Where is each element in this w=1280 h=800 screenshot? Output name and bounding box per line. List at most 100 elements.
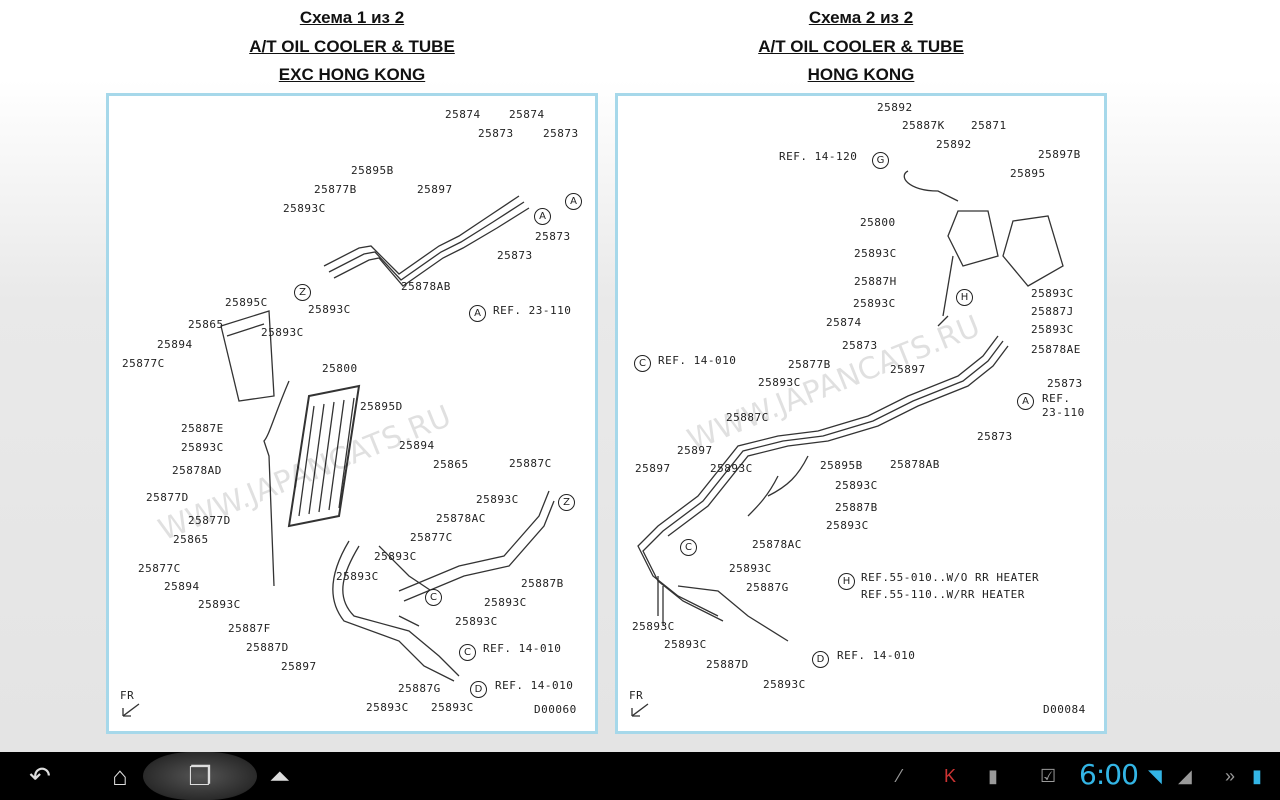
part-number-label[interactable]: 25877B	[314, 183, 357, 196]
part-number-label[interactable]: 25877C	[410, 531, 453, 544]
part-number-label[interactable]: 25887C	[726, 411, 769, 424]
part-number-label[interactable]: 25892	[877, 101, 913, 114]
part-number-label[interactable]: 25887B	[835, 501, 878, 514]
part-number-label[interactable]: 25895B	[820, 459, 863, 472]
part-number-label[interactable]: 25893C	[455, 615, 498, 628]
part-number-label[interactable]: 25894	[164, 580, 200, 593]
part-number-label[interactable]: 25887K	[902, 119, 945, 132]
part-number-label[interactable]: 25871	[971, 119, 1007, 132]
part-number-label[interactable]: 25887D	[246, 641, 289, 654]
part-number-label[interactable]: 25893C	[484, 596, 527, 609]
part-number-label[interactable]: 25897	[677, 444, 713, 457]
callout-marker: A	[469, 305, 486, 322]
part-number-label[interactable]: 23-110	[1042, 406, 1085, 419]
part-number-label[interactable]: 25893C	[366, 701, 409, 714]
part-number-label[interactable]: 25865	[173, 533, 209, 546]
part-number-label[interactable]: 25887B	[521, 577, 564, 590]
part-number-label[interactable]: 25893C	[758, 376, 801, 389]
part-number-label[interactable]: 25878AC	[436, 512, 486, 525]
diagram2-title[interactable]: A/T OIL COOLER & TUBE	[758, 36, 964, 56]
reference-label: REF. 14-010	[837, 649, 916, 662]
part-number-label[interactable]: 25800	[860, 216, 896, 229]
part-number-label[interactable]: 25887J	[1031, 305, 1074, 318]
part-number-label[interactable]: 25897B	[1038, 148, 1081, 161]
part-number-label[interactable]: 25893C	[1031, 323, 1074, 336]
part-number-label[interactable]: 25873	[977, 430, 1013, 443]
back-icon[interactable]: ↶	[29, 761, 51, 791]
part-number-label[interactable]: 25897	[635, 462, 671, 475]
part-number-label[interactable]: 25874	[509, 108, 545, 121]
part-number-label[interactable]: 25874	[826, 316, 862, 329]
part-number-label[interactable]: 25878AD	[172, 464, 222, 477]
part-number-label[interactable]: 25893C	[283, 202, 326, 215]
menu-up-icon[interactable]: ⏶	[269, 761, 291, 791]
part-number-label[interactable]: 25887G	[746, 581, 789, 594]
part-number-label[interactable]: 25874	[445, 108, 481, 121]
part-number-label[interactable]: 25893C	[1031, 287, 1074, 300]
part-number-label: D00084	[1043, 703, 1086, 716]
part-number-label[interactable]: 25887F	[228, 622, 271, 635]
part-number-label[interactable]: 25893C	[854, 247, 897, 260]
part-number-label[interactable]: 25865	[188, 318, 224, 331]
recent-apps-icon[interactable]: ❐	[188, 761, 212, 791]
recents-highlight	[143, 752, 257, 800]
part-number-label[interactable]: 25887C	[509, 457, 552, 470]
part-number-label[interactable]: 25873	[543, 127, 579, 140]
part-number-label[interactable]: 25895D	[360, 400, 403, 413]
part-number-label[interactable]: 25897	[890, 363, 926, 376]
part-number-label[interactable]: 25895C	[225, 296, 268, 309]
part-number-label[interactable]: 25893C	[476, 493, 519, 506]
part-number-label[interactable]: 25894	[157, 338, 193, 351]
callout-marker: D	[812, 651, 829, 668]
part-number-label[interactable]: 25893C	[835, 479, 878, 492]
part-number-label[interactable]: 25877D	[146, 491, 189, 504]
part-number-label[interactable]: 25893C	[853, 297, 896, 310]
diagram2-subtitle[interactable]: HONG KONG	[807, 65, 915, 84]
part-number-label[interactable]: 25895	[1010, 167, 1046, 180]
part-number-label[interactable]: 25893C	[763, 678, 806, 691]
part-number-label[interactable]: 25897	[417, 183, 453, 196]
part-number-label[interactable]: 25873	[497, 249, 533, 262]
part-number-label[interactable]: 25887E	[181, 422, 224, 435]
diagram1-subtitle[interactable]: EXC HONG KONG	[278, 65, 426, 84]
part-number-label[interactable]: 25893C	[664, 638, 707, 651]
part-number-label[interactable]: 25893C	[336, 570, 379, 583]
diagram1-title[interactable]: A/T OIL COOLER & TUBE	[249, 36, 455, 56]
part-number-label[interactable]: 25873	[478, 127, 514, 140]
part-number-label[interactable]: 25877C	[138, 562, 181, 575]
part-number-label[interactable]: 25897	[281, 660, 317, 673]
part-number-label[interactable]: 25893C	[374, 550, 417, 563]
diagram2-scheme-link[interactable]: Схема 2 из 2	[808, 8, 914, 27]
part-number-label[interactable]: 25800	[322, 362, 358, 375]
part-number-label[interactable]: 25878AB	[401, 280, 451, 293]
part-number-label[interactable]: 25887H	[854, 275, 897, 288]
part-number-label[interactable]: 25877D	[188, 514, 231, 527]
part-number-label[interactable]: 25887D	[706, 658, 749, 671]
part-number-label[interactable]: 25873	[1047, 377, 1083, 390]
home-icon[interactable]: ⌂	[112, 761, 128, 791]
part-number-label[interactable]: 25878AE	[1031, 343, 1081, 356]
part-number-label[interactable]: 25893C	[181, 441, 224, 454]
part-number-label[interactable]: 25892	[936, 138, 972, 151]
part-number-label[interactable]: 25893C	[826, 519, 869, 532]
part-number-label[interactable]: 25893C	[729, 562, 772, 575]
part-number-label[interactable]: 25893C	[632, 620, 675, 633]
part-number-label[interactable]: 25878AC	[752, 538, 802, 551]
part-number-label[interactable]: 25873	[535, 230, 571, 243]
part-number-label[interactable]: 25873	[842, 339, 878, 352]
part-number-label[interactable]: 25893C	[308, 303, 351, 316]
part-number-label[interactable]: 25893C	[198, 598, 241, 611]
part-number-label[interactable]: 25893C	[261, 326, 304, 339]
part-number-label[interactable]: 25865	[433, 458, 469, 471]
part-number-label[interactable]: 25895B	[351, 164, 394, 177]
part-number-label[interactable]: 25893C	[710, 462, 753, 475]
part-number-label[interactable]: 25877C	[122, 357, 165, 370]
diagram1-scheme-link[interactable]: Схема 1 из 2	[299, 8, 405, 27]
part-number-label[interactable]: 25877B	[788, 358, 831, 371]
part-number-label[interactable]: 25893C	[431, 701, 474, 714]
part-number-label[interactable]: 25878AB	[890, 458, 940, 471]
part-number-label[interactable]: 25887G	[398, 682, 441, 695]
part-number-label[interactable]: 25894	[399, 439, 435, 452]
